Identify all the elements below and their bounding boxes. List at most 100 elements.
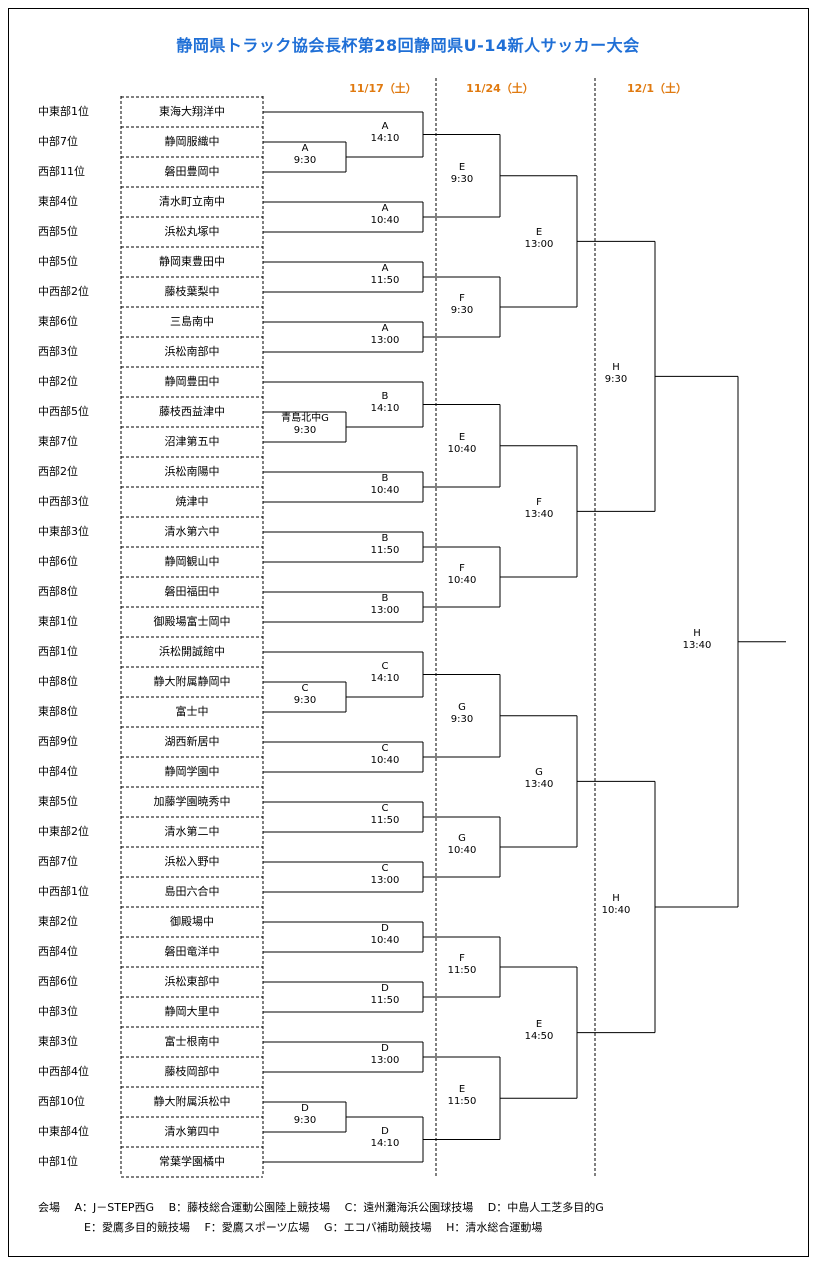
match-round1-12-venue: C [381, 863, 389, 874]
match-round2-2-time: 9:30 [450, 305, 474, 316]
team-rank: 中部1位 [38, 1155, 78, 1168]
team-rank: 西部4位 [38, 945, 78, 958]
match-round1-16-venue: D [381, 1125, 389, 1137]
match-round1-16-time: 14:10 [370, 1137, 400, 1149]
team-rank: 中西部3位 [38, 495, 89, 508]
team-name: 浜松南陽中 [164, 465, 220, 478]
team-name: 清水第六中 [164, 525, 220, 538]
team-rank: 東部3位 [38, 1035, 78, 1048]
team-rank: 西部1位 [38, 645, 78, 658]
match-round1-8-time: 13:00 [370, 605, 400, 616]
team-name: 浜松入野中 [164, 855, 220, 868]
team-rank: 中部8位 [38, 675, 78, 688]
team-name: 沼津第五中 [164, 435, 220, 448]
match-semifinal-1-time: 9:30 [604, 374, 628, 386]
team-name: 清水町立南中 [159, 195, 225, 208]
match-round3-4-time: 14:50 [524, 1030, 554, 1042]
match-round2-5-time: 9:30 [450, 713, 474, 725]
team-name: 磐田福田中 [164, 585, 220, 598]
team-rank: 中西部1位 [38, 885, 89, 898]
team-rank: 東部4位 [38, 195, 78, 208]
date-round-1: 11/17（土） [349, 82, 417, 95]
match-round2-7-venue: F [459, 953, 465, 964]
team-rank: 西部10位 [38, 1095, 85, 1108]
team-name: 浜松開誠館中 [159, 645, 225, 658]
date-round-3: 12/1（土） [627, 82, 687, 95]
match-round1-1-time: 14:10 [370, 132, 400, 144]
team-name: 東海大翔洋中 [159, 105, 225, 118]
match-round1-6-venue: B [381, 473, 389, 484]
team-rank: 東部2位 [38, 915, 78, 928]
match-round3-2-venue: F [536, 497, 542, 509]
match-round1-4-time: 13:00 [370, 335, 400, 346]
match-round1-14-venue: D [381, 983, 389, 994]
match-round1-5-time: 14:10 [370, 402, 400, 414]
team-rank: 中部4位 [38, 765, 78, 778]
match-round2-1-venue: E [458, 161, 466, 173]
match-semifinal-1-venue: H [612, 362, 620, 374]
match-round2-6-time: 10:40 [447, 845, 477, 856]
match-round3-3-time: 13:40 [524, 779, 554, 791]
team-rank: 西部5位 [38, 225, 78, 238]
page-frame [8, 8, 809, 1257]
match-round1-3-venue: A [381, 263, 389, 274]
team-name: 静岡東豊田中 [159, 255, 225, 268]
match-round3-4-venue: E [535, 1018, 543, 1030]
team-rank: 西部3位 [38, 345, 78, 358]
match-round1-8-venue: B [381, 593, 389, 604]
team-name: 常葉学園橘中 [159, 1155, 225, 1168]
match-round2-4-time: 10:40 [447, 575, 477, 586]
match-round3-3-venue: G [535, 767, 543, 779]
team-rank: 中東部4位 [38, 1125, 89, 1138]
team-rank: 中西部5位 [38, 405, 89, 418]
match-prelim-1-time: 9:30 [293, 155, 317, 166]
match-round1-11-time: 11:50 [370, 815, 400, 826]
legend-line-2: E：愛鷹多目的競技場 F：愛鷹スポーツ広場 G：エコパ補助競技場 H：清水総合運… [84, 1221, 543, 1234]
team-name: 磐田竜洋中 [164, 945, 220, 958]
team-rank: 西部11位 [38, 165, 85, 178]
match-round2-4-venue: F [459, 563, 465, 574]
team-name: 清水第四中 [164, 1125, 220, 1138]
match-round1-14-time: 11:50 [370, 995, 400, 1006]
match-round1-11-venue: C [381, 803, 389, 814]
match-round1-7-time: 11:50 [370, 545, 400, 556]
team-name: 富士中 [175, 705, 209, 718]
team-name: 富士根南中 [164, 1035, 220, 1048]
match-final-time: 13:40 [682, 639, 712, 651]
match-round1-9-time: 14:10 [370, 672, 400, 684]
match-round1-15-venue: D [381, 1043, 389, 1054]
legend-line-1: 会場 A：J－STEP西G B：藤枝総合運動公園陸上競技場 C：遠州灘海浜公園球… [38, 1201, 604, 1214]
match-round2-3-venue: E [458, 431, 466, 443]
team-rank: 東部8位 [38, 705, 78, 718]
team-rank: 東部5位 [38, 795, 78, 808]
match-round1-1-venue: A [381, 120, 389, 132]
match-round1-7-venue: B [381, 533, 389, 544]
team-rank: 中東部3位 [38, 525, 89, 538]
match-prelim-2-time: 9:30 [293, 425, 317, 436]
team-name: 清水第二中 [164, 825, 220, 838]
match-round1-9-venue: C [381, 660, 389, 672]
match-round1-10-venue: C [381, 743, 389, 754]
team-name: 浜松丸塚中 [164, 225, 220, 238]
match-round1-12-time: 13:00 [370, 875, 400, 886]
match-round1-5-venue: B [381, 390, 389, 402]
